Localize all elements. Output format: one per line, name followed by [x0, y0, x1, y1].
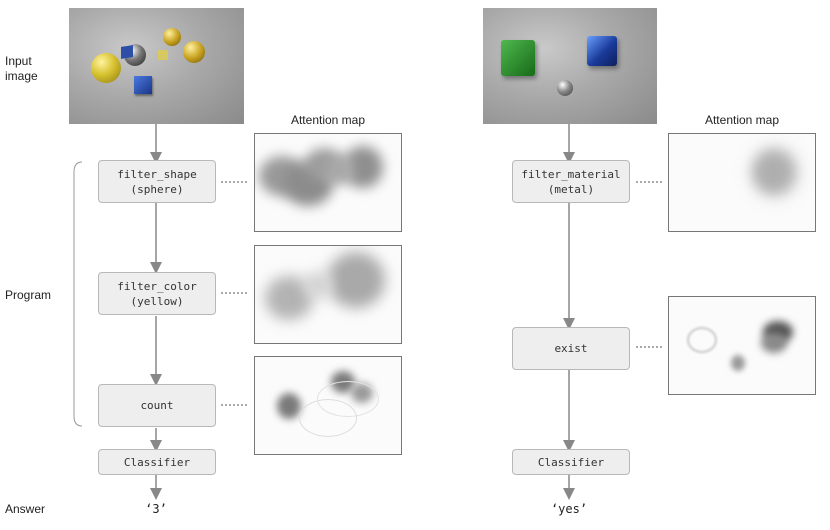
gold-sphere-1: [163, 28, 181, 46]
classifier-right: Classifier: [512, 449, 630, 475]
gold-sphere-2: [183, 41, 205, 63]
classifier-left: Classifier: [98, 449, 216, 475]
attention-blob: [731, 355, 745, 371]
classifier-label: Classifier: [123, 455, 191, 469]
step-op: count: [140, 399, 174, 412]
answer-right: ‘yes’: [550, 502, 588, 516]
step-arg: (yellow): [130, 294, 184, 308]
gray-metal-sphere: [557, 80, 573, 96]
attention-map-filter-shape: [254, 133, 402, 232]
step-op: filter_color: [117, 279, 197, 293]
input-image-left: [69, 8, 244, 124]
attention-title-left: Attention map: [290, 113, 366, 127]
step-exist: exist: [512, 327, 630, 370]
step-arg: (sphere): [130, 182, 184, 196]
blue-metal-cube: [587, 36, 617, 66]
attention-contour: [687, 327, 717, 353]
green-cube: [501, 40, 535, 76]
step-filter-color: filter_color (yellow): [98, 272, 216, 315]
step-arg: (metal): [547, 182, 595, 196]
program-label: Program: [5, 288, 52, 302]
step-op: filter_shape: [117, 167, 197, 181]
answer-label: Answer: [5, 502, 46, 516]
attention-blob: [761, 333, 787, 353]
attention-blob: [325, 156, 355, 184]
step-filter-material: filter_material (metal): [512, 160, 630, 203]
attention-map-exist: [668, 296, 816, 395]
blue-cube: [134, 76, 152, 94]
attention-map-count: [254, 356, 402, 455]
step-count: count: [98, 384, 216, 427]
attention-blob: [749, 144, 801, 200]
attention-blob: [303, 272, 333, 298]
attention-map-filter-color: [254, 245, 402, 344]
program-bracket: [73, 161, 83, 427]
step-filter-shape: filter_shape (sphere): [98, 160, 216, 203]
yellow-cube-small: [158, 50, 168, 60]
blue-cube-small: [121, 45, 133, 59]
attention-title-right: Attention map: [704, 113, 780, 127]
attention-blob: [277, 393, 301, 419]
attention-blob: [327, 252, 385, 308]
input-image-right: [483, 8, 657, 124]
yellow-sphere: [91, 53, 121, 83]
attention-map-filter-material: [668, 133, 816, 232]
step-op: exist: [554, 342, 588, 355]
step-op: filter_material: [521, 167, 621, 181]
attention-contour: [317, 381, 379, 417]
answer-left: ‘3’: [145, 502, 167, 516]
classifier-label: Classifier: [537, 455, 605, 469]
input-image-label: Input image: [5, 54, 38, 83]
